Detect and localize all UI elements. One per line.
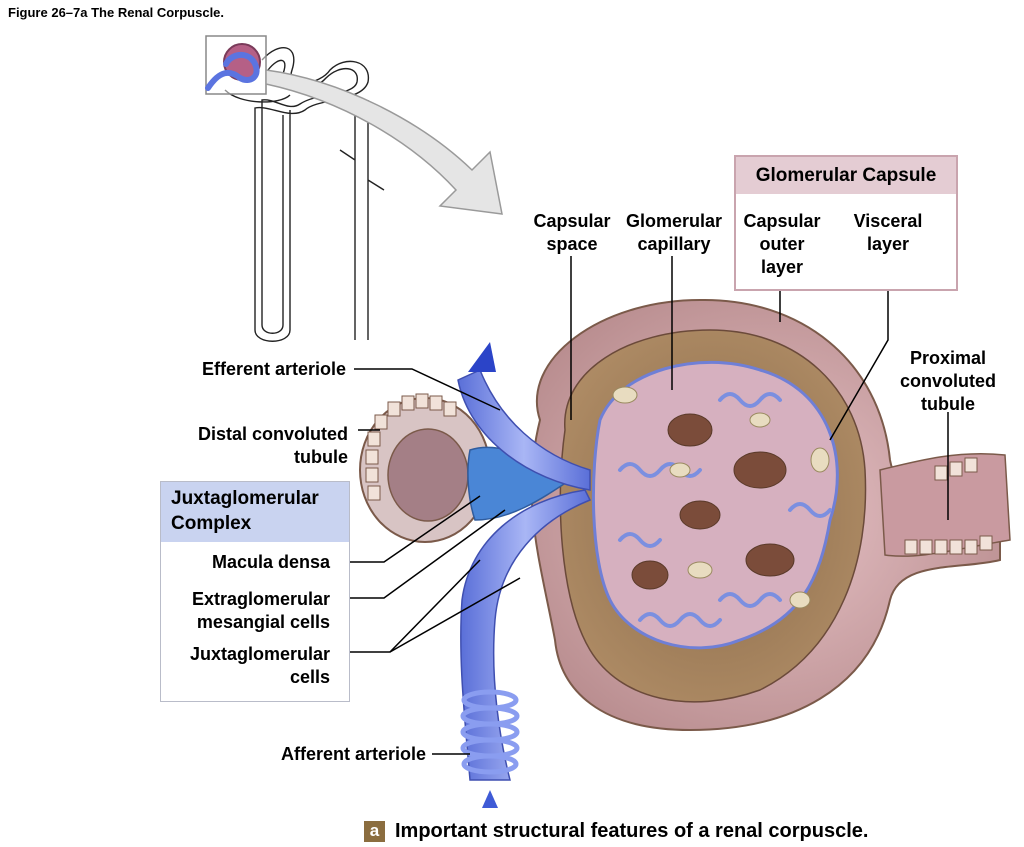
label-visceral-layer: Visceral layer: [853, 211, 923, 254]
figure-caption: a Important structural features of a rena…: [364, 820, 868, 843]
glomerular-capsule-title: Glomerular Capsule: [736, 157, 956, 194]
juxtaglomerular-complex-box: Juxtaglomerular Complex: [160, 481, 350, 702]
juxtaglomerular-complex-title: Juxtaglomerular Complex: [161, 482, 349, 542]
label-distal-convoluted-tubule: Distal convoluted tubule: [197, 424, 348, 467]
label-proximal-convoluted-tubule: Proximal convoluted tubule: [899, 348, 996, 414]
glomerular-capsule-box: Glomerular Capsule: [734, 155, 958, 291]
zoom-arrow: [265, 69, 503, 215]
caption-badge: a: [364, 821, 385, 842]
figure-title: Figure 26–7a The Renal Corpuscle.: [8, 5, 225, 20]
label-extraglomerular-mesangial-cells: Extraglomerular mesangial cells: [191, 589, 330, 632]
label-capsular-space: Capsular space: [533, 211, 611, 254]
caption-text: Important structural features of a renal…: [395, 820, 869, 842]
label-afferent-arteriole: Afferent arteriole: [280, 744, 426, 764]
label-efferent-arteriole: Efferent arteriole: [201, 359, 346, 379]
label-capsular-outer-layer: Capsular outer layer: [743, 211, 821, 277]
efferent-arteriole-shape: [457, 368, 591, 491]
label-macula-densa: Macula densa: [211, 552, 330, 572]
label-juxtaglomerular-cells: Juxtaglomerular cells: [189, 644, 330, 687]
label-glomerular-capillary: Glomerular capillary: [625, 211, 723, 254]
